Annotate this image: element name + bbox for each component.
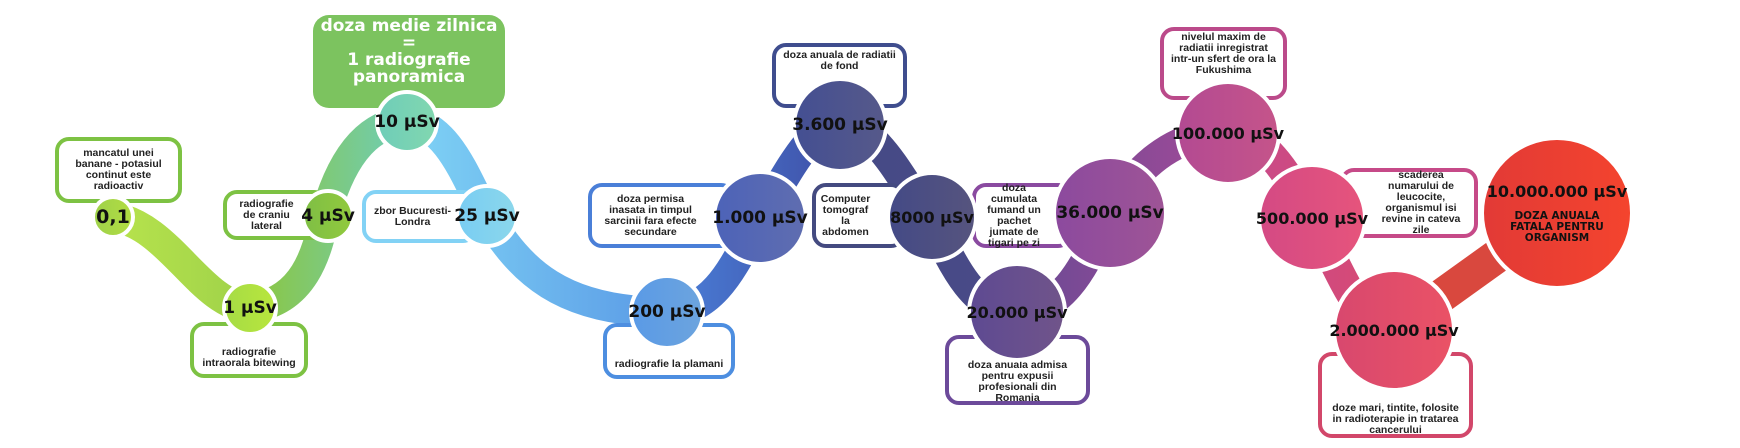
dose-node: 1.000 µSv xyxy=(712,170,808,266)
dose-value: 0,1 xyxy=(96,206,130,228)
dose-node: 8000 µSv xyxy=(886,171,978,263)
dose-value: 100.000 µSv xyxy=(1171,123,1285,143)
dose-value: 36.000 µSv xyxy=(1056,203,1164,223)
dose-node: 500.000 µSv xyxy=(1255,163,1369,273)
dose-value: 1.000 µSv xyxy=(712,208,808,228)
dose-node: 200 µSv xyxy=(628,274,706,350)
dose-description-box: mancatul unei banane - potasiul continut… xyxy=(55,137,182,203)
dose-description-box: nivelul maxim de radiatii inregistrat in… xyxy=(1160,27,1287,100)
dose-value: 4 µSv xyxy=(301,206,355,226)
dose-description: nivelul maxim de radiatii inregistrat in… xyxy=(1170,31,1276,76)
dose-node: 36.000 µSv xyxy=(1052,155,1168,271)
dose-description: radiografie intraorala bitewing xyxy=(202,346,296,369)
dose-node: 4 µSv xyxy=(301,189,355,243)
dose-description: radiografie de craniu lateral xyxy=(239,197,294,232)
dose-value: 3.600 µSv xyxy=(792,115,888,135)
dose-value: 25 µSv xyxy=(454,206,520,226)
dose-description: DOZA ANUALA FATALA PENTRU ORGANISM xyxy=(1510,210,1604,244)
dose-node: 2.000.000 µSv xyxy=(1329,268,1459,392)
dose-node: 1 µSv xyxy=(222,280,278,336)
dose-description-box: radiografie la plamani xyxy=(603,323,735,379)
dose-description: mancatul unei banane - potasiul continut… xyxy=(75,147,162,192)
dose-description: doze mari, tintite, folosite in radioter… xyxy=(1332,401,1459,436)
dose-node: 100.000 µSv xyxy=(1171,80,1285,186)
dose-description: radiografie la plamani xyxy=(614,357,724,370)
dose-description: Computer tomograf la abdomen xyxy=(820,192,871,238)
dose-node: 0,1 xyxy=(91,195,135,239)
dose-description: zbor Bucuresti-Londra xyxy=(373,204,451,228)
dose-value: 1 µSv xyxy=(223,298,277,318)
dose-node: 3.600 µSv xyxy=(792,77,888,173)
dose-value: 2.000.000 µSv xyxy=(1329,320,1459,340)
dose-value: 20.000 µSv xyxy=(966,302,1068,322)
headline-line2: 1 radiografie panoramica xyxy=(347,50,471,87)
dose-value: 500.000 µSv xyxy=(1255,208,1369,228)
dose-description: doza cumulata fumand un pachet jumate de… xyxy=(987,181,1041,249)
dose-description: doza anuala de radiatii de fond xyxy=(783,49,896,72)
dose-node: 20.000 µSv xyxy=(966,262,1068,362)
dose-value: 10 µSv xyxy=(374,112,440,132)
dose-description: doza permisa inasata in timpul sarcinii … xyxy=(604,192,697,238)
dose-value: 10.000.000 µSv xyxy=(1486,182,1628,201)
headline-line1: doza medie zilnica xyxy=(320,16,498,36)
dose-value: 8000 µSv xyxy=(890,207,974,227)
dose-value: 200 µSv xyxy=(628,302,706,322)
dose-node: 10 µSv xyxy=(374,90,440,154)
dose-description: scaderea numarului de leucocite, organis… xyxy=(1381,169,1461,236)
dose-description-box: doza anuala admisa pentru expusii profes… xyxy=(945,335,1090,405)
dose-description: doza anuala admisa pentru expusii profes… xyxy=(967,358,1068,404)
dose-node: 25 µSv xyxy=(454,184,520,248)
headline-equals: = xyxy=(401,33,417,53)
